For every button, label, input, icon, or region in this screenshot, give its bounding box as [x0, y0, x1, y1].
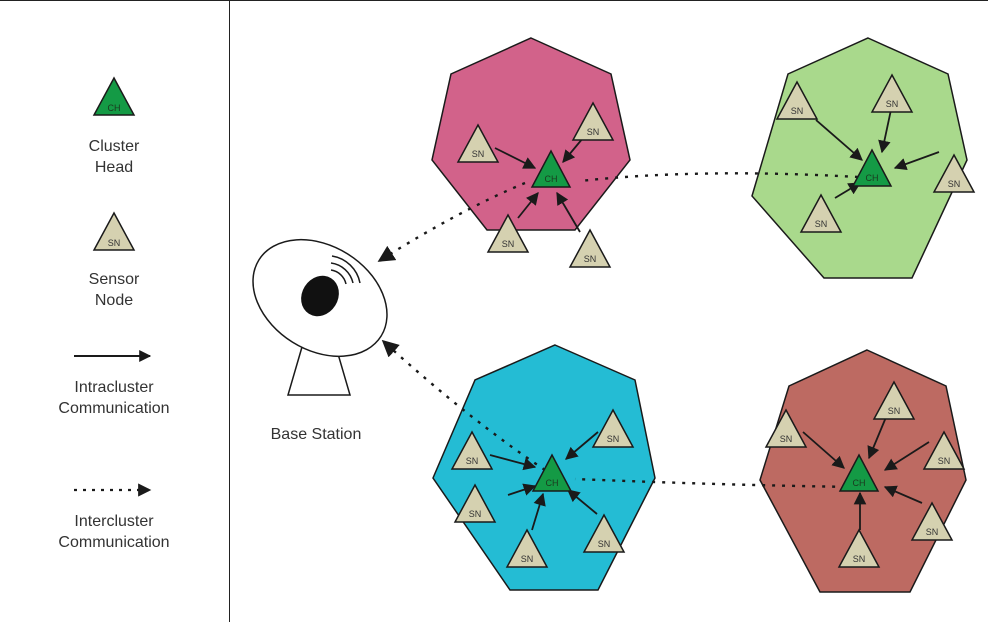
cluster-head-label: CH	[866, 173, 879, 183]
signal-wave-3	[331, 255, 361, 284]
intra-link	[507, 483, 537, 496]
sensor-node-label: SN	[466, 456, 479, 466]
sensor-node: SN	[922, 430, 966, 470]
base-station-label: Base Station	[271, 426, 362, 443]
base-station: Base Station	[252, 238, 388, 443]
svg-text:SN: SN	[108, 238, 121, 248]
sensor-node-label: SN	[502, 239, 515, 249]
cluster-head-node: CH	[531, 453, 573, 492]
top-border	[0, 0, 988, 1]
sensor-node-label: SN	[791, 106, 804, 116]
intra-link	[878, 104, 893, 154]
sensor-node-label: SN	[853, 554, 866, 564]
legend-intercluster-line2: Communication	[58, 534, 169, 551]
legend-cluster-head-line2: Head	[95, 159, 133, 176]
sensor-node: SN	[837, 528, 881, 568]
intercluster-link-cyan-to-base	[381, 339, 546, 471]
sensor-node-label: SN	[888, 406, 901, 416]
sensor-node: SN	[591, 408, 635, 448]
base-station-emitter	[301, 275, 339, 317]
sensor-node-label: SN	[780, 434, 793, 444]
svg-text:CH: CH	[108, 103, 121, 113]
sensor-node-label: SN	[926, 527, 939, 537]
legend-sensor-node-icon: SN	[92, 211, 136, 251]
legend-intercluster-line1: Intercluster	[74, 513, 154, 530]
legend-divider	[229, 0, 230, 622]
intra-link	[815, 119, 863, 161]
sensor-node-label: SN	[938, 456, 951, 466]
intra-link	[567, 489, 598, 515]
sensor-node-label: SN	[948, 179, 961, 189]
signal-wave-2	[330, 262, 354, 284]
intra-link	[883, 485, 923, 504]
sensor-node: SN	[486, 213, 530, 253]
sensor-node-label: SN	[607, 434, 620, 444]
sensor-node: SN	[910, 501, 954, 541]
intra-link	[489, 454, 537, 471]
sensor-node-label: SN	[472, 149, 485, 159]
nodes-layer: CH SN SN SN SN SN SN CH SN SN SN SN CH SN SN SN SN SN SN CH…	[450, 73, 976, 568]
intercluster-links	[377, 172, 859, 489]
cluster-head-label: CH	[545, 174, 558, 184]
sensor-node: SN	[505, 528, 549, 568]
sensor-node: SN	[764, 408, 808, 448]
sensor-node: SN	[872, 380, 916, 420]
legend-sensor-node-line2: Node	[95, 292, 133, 309]
cluster-head-node: CH	[851, 148, 893, 187]
legend-intracluster-line2: Communication	[58, 400, 169, 417]
sensor-node: SN	[568, 228, 612, 268]
sensor-node: SN	[775, 80, 819, 120]
cluster-head-label: CH	[546, 478, 559, 488]
sensor-node-label: SN	[521, 554, 534, 564]
legend-cluster-head-icon: CH	[92, 76, 136, 116]
legend-intracluster-line1: Intracluster	[74, 379, 154, 396]
legend-cluster-head-line1: Cluster	[89, 138, 140, 155]
sensor-node-label: SN	[584, 254, 597, 264]
sensor-node-label: SN	[469, 509, 482, 519]
intra-link	[531, 492, 546, 531]
cluster-head-node: CH	[838, 453, 880, 492]
intra-link	[494, 147, 537, 169]
sensor-node: SN	[453, 483, 497, 523]
sensor-node: SN	[571, 101, 615, 141]
sensor-node: SN	[456, 123, 500, 163]
sensor-node: SN	[870, 73, 914, 113]
signal-wave-1	[330, 269, 347, 285]
cluster-head-label: CH	[853, 478, 866, 488]
sensor-node: SN	[799, 193, 843, 233]
intra-link	[517, 192, 539, 219]
sensor-node-label: SN	[886, 99, 899, 109]
sensor-node: SN	[450, 430, 494, 470]
intra-link	[565, 431, 599, 460]
sensor-node-label: SN	[815, 219, 828, 229]
cluster-top-left	[431, 37, 631, 231]
legend: CH Cluster Head SN Sensor Node Intraclus…	[58, 76, 170, 551]
sensor-node: SN	[582, 513, 626, 553]
cluster-head-node: CH	[530, 149, 572, 188]
intra-link	[556, 191, 581, 233]
sensor-node: SN	[932, 153, 976, 193]
legend-sensor-node-line1: Sensor	[89, 271, 140, 288]
sensor-node-label: SN	[587, 127, 600, 137]
sensor-node-label: SN	[598, 539, 611, 549]
intra-link	[893, 151, 940, 171]
intra-link	[883, 441, 930, 471]
intra-link	[802, 431, 845, 469]
